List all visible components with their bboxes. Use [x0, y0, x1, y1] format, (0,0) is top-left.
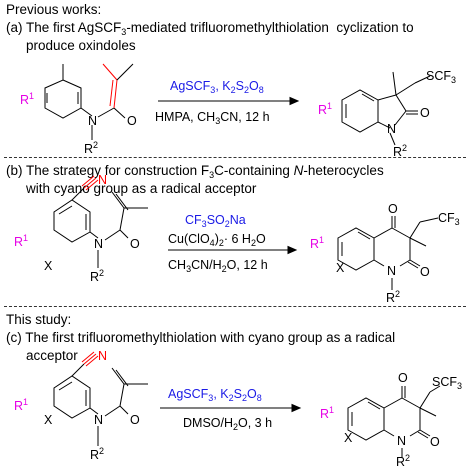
n-label-c1: N	[94, 413, 103, 427]
r1-label-c1: R1	[14, 397, 28, 413]
x-label-b1: X	[44, 259, 53, 273]
previous-works-heading: Previous works:	[6, 2, 102, 17]
o-label-c2-top: O	[398, 371, 408, 385]
reagent-b-mid: Cu(ClO4)2· 6 H2O	[168, 232, 266, 248]
reagents-a-top: AgSCF3, K2S2O8	[170, 79, 264, 95]
substrate-b	[53, 175, 148, 268]
section-c-title-line1: (c) The first trifluoromethylthiolation …	[6, 330, 396, 345]
r1-label-c2: R1	[320, 405, 334, 421]
o-label-c1: O	[130, 413, 140, 427]
cf3-label-b: CF3	[438, 211, 460, 227]
o-label-b2-right: O	[420, 265, 430, 279]
r1-label-b1: R1	[14, 233, 28, 249]
o-label-a2: O	[420, 106, 430, 120]
reagents-c-bottom: DMSO/H2O, 3 h	[183, 416, 273, 432]
reagent-b-top: CF3SO2Na	[185, 213, 246, 229]
reagents-a-bottom: HMPA, CH3CN, 12 h	[155, 110, 270, 126]
o-label-b2-top: O	[388, 202, 398, 216]
r1-label-b2: R1	[310, 235, 324, 251]
divider-a-b	[4, 157, 466, 158]
n-label-b1: N	[94, 237, 103, 251]
r2-label-b2: R2	[386, 289, 400, 305]
n-label-b2: N	[387, 264, 396, 278]
o-label-c2-right: O	[430, 435, 440, 449]
o-label-b1: O	[130, 237, 140, 251]
n-label-a2: N	[387, 122, 396, 136]
r2-label-b1: R2	[90, 268, 104, 284]
scf3-label-a: SCF3	[426, 69, 456, 85]
product-c	[347, 385, 441, 458]
reagents-c-top: AgSCF3, K2S2O8	[168, 387, 262, 403]
n-cyano-label-b: N	[98, 173, 107, 187]
r2-label-a2: R2	[393, 143, 407, 159]
section-b-title-line1: (b) The strategy for construction F3C-co…	[6, 163, 384, 180]
o-label-a1: O	[127, 114, 137, 128]
this-study-heading: This study:	[6, 312, 72, 327]
r1-label-a1: R1	[20, 91, 34, 107]
n-label-a1: N	[88, 114, 97, 128]
x-label-b2: X	[336, 261, 345, 275]
section-a-title-line2: produce oxindoles	[26, 38, 136, 53]
r2-label-a1: R2	[84, 140, 98, 156]
r2-label-c1: R2	[90, 446, 104, 462]
x-label-c1: X	[44, 413, 53, 427]
substrate-c	[53, 351, 148, 446]
divider-b-c	[4, 306, 466, 307]
r1-label-a2: R1	[318, 101, 332, 117]
product-a	[341, 71, 431, 146]
scf3-label-c: SCF3	[432, 375, 462, 391]
r2-label-c2: R2	[396, 453, 410, 468]
substrate-a	[44, 63, 134, 140]
n-label-c2: N	[397, 434, 406, 448]
n-cyano-label-c: N	[98, 349, 107, 363]
product-b	[337, 216, 439, 290]
x-label-c2: X	[344, 431, 353, 445]
section-a-title-line1: (a) The first AgSCF3-mediated trifluorom…	[6, 20, 414, 37]
reagent-b-bottom: CH3CN/H2O, 12 h	[168, 258, 268, 274]
section-c-title-line2: acceptor	[26, 348, 78, 363]
